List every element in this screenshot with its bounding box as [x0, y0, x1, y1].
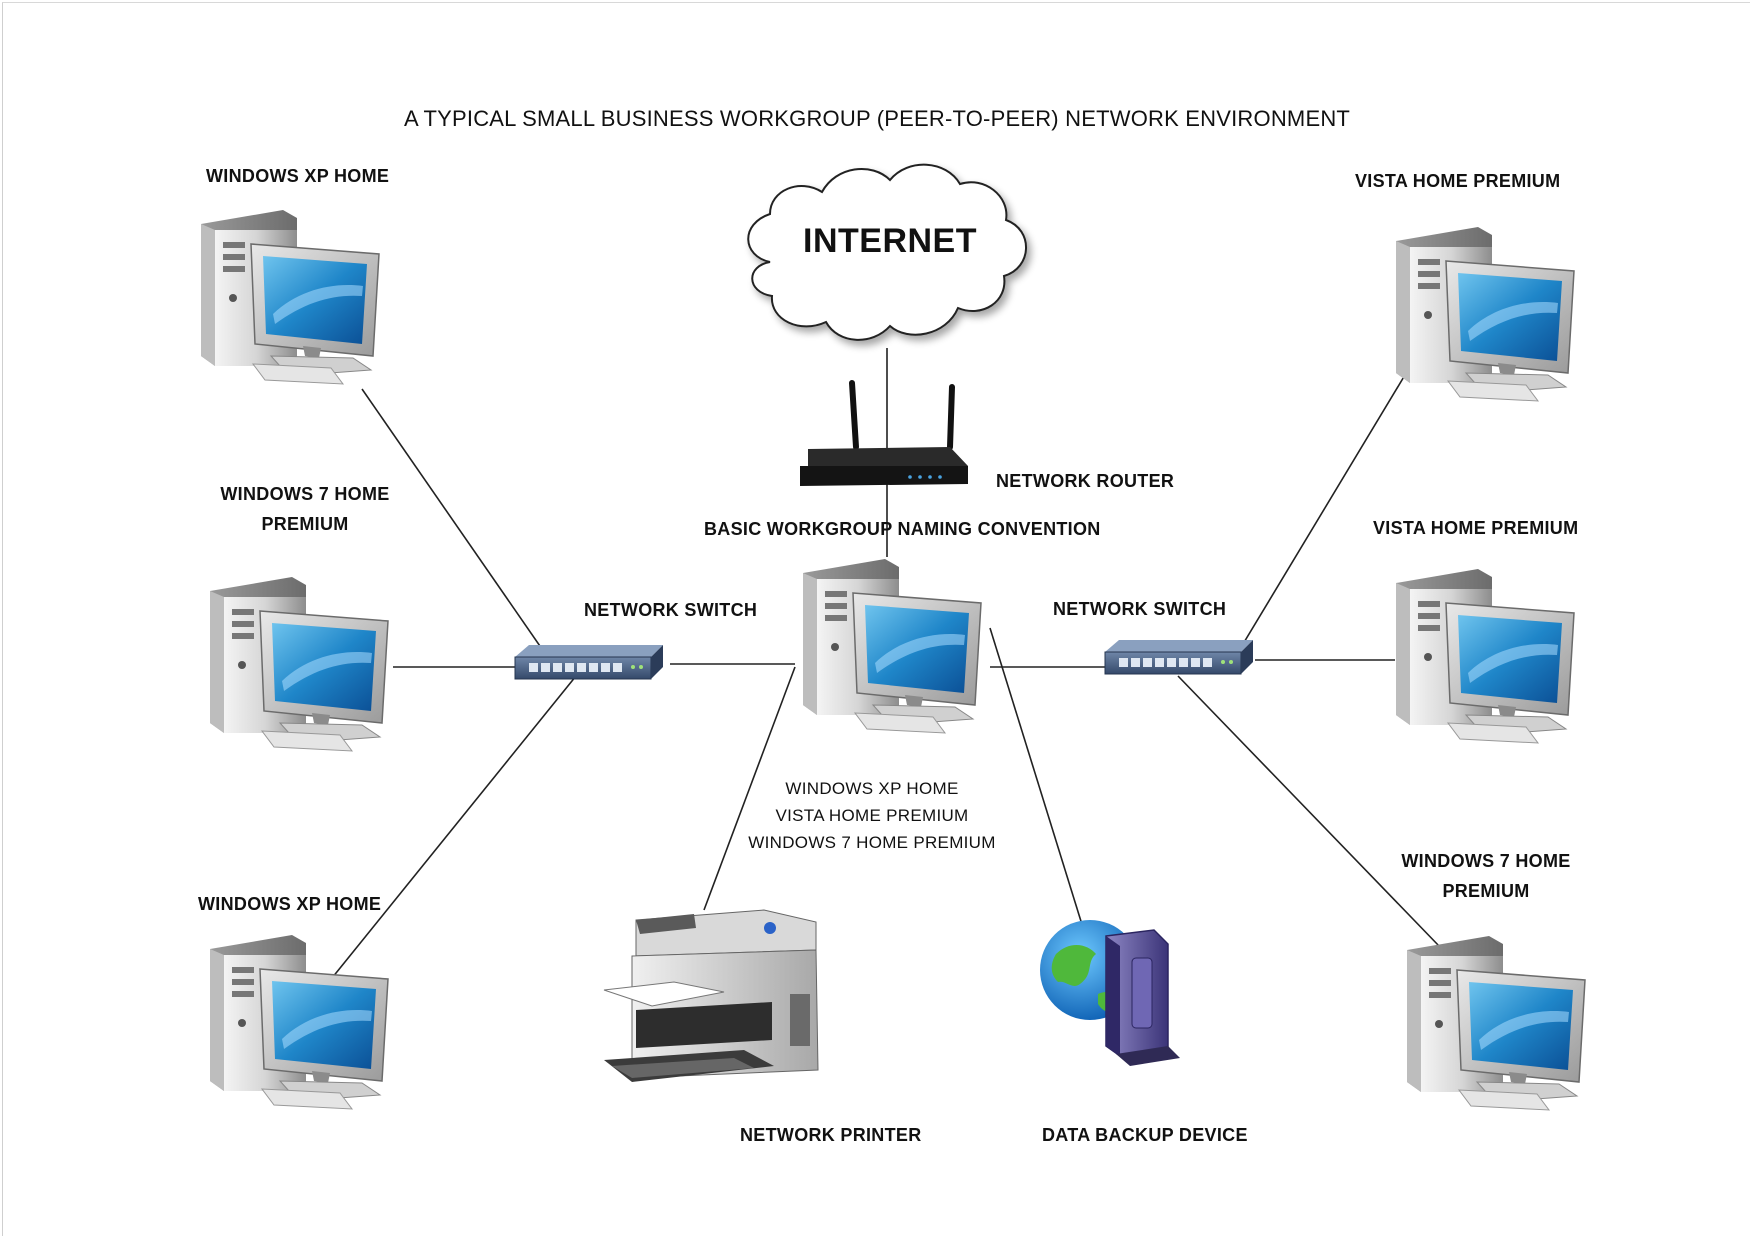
computer-left-mid-label-line1: WINDOWS 7 HOME [220, 484, 390, 504]
diagram-title: A TYPICAL SMALL BUSINESS WORKGROUP (PEER… [403, 106, 1351, 131]
computer-right-bottom-label-line1: WINDOWS 7 HOME [1401, 851, 1571, 871]
center-os-item-1: WINDOWS XP HOME [785, 779, 959, 798]
network-switch-right-icon [1104, 639, 1254, 675]
computer-right-mid-icon [1395, 568, 1575, 744]
center-os-item-3: WINDOWS 7 HOME PREMIUM [748, 833, 996, 852]
computer-left-top-icon [200, 209, 380, 385]
network-printer-label: NETWORK PRINTER [740, 1125, 922, 1145]
computer-left-top-label: WINDOWS XP HOME [206, 166, 390, 186]
network-switch-left-label: NETWORK SWITCH [584, 600, 758, 620]
center-os-item-2: VISTA HOME PREMIUM [775, 806, 969, 825]
link-right-switch-to-top [1239, 369, 1409, 650]
network-switch-left-icon [514, 644, 664, 680]
computer-center-icon [802, 558, 982, 734]
computer-right-bottom-icon [1406, 935, 1586, 1111]
internet-label: INTERNET [803, 222, 977, 260]
computer-left-mid-icon [209, 576, 389, 752]
link-center-to-backup [989, 627, 1094, 961]
link-left-top-to-switch [361, 388, 543, 650]
network-router-icon [800, 380, 968, 486]
computer-right-bottom-label-line2: PREMIUM [1442, 881, 1530, 901]
data-backup-device-label: DATA BACKUP DEVICE [1042, 1125, 1248, 1145]
computer-right-mid-label: VISTA HOME PREMIUM [1373, 518, 1579, 538]
computer-left-bottom-icon [209, 934, 389, 1110]
link-center-to-printer [703, 666, 796, 911]
internet-cloud-icon [747, 163, 1027, 341]
naming-convention-label: BASIC WORKGROUP NAMING CONVENTION [704, 519, 1101, 539]
computer-left-bottom-label: WINDOWS XP HOME [198, 894, 382, 914]
network-router-label: NETWORK ROUTER [996, 471, 1175, 491]
link-right-switch-to-bottom [1177, 675, 1441, 948]
data-backup-device-icon [1040, 920, 1180, 1066]
computer-left-mid-label-line2: PREMIUM [261, 514, 349, 534]
computer-right-top-label: VISTA HOME PREMIUM [1355, 171, 1561, 191]
computer-right-top-icon [1395, 226, 1575, 402]
network-switch-right-label: NETWORK SWITCH [1053, 599, 1227, 619]
link-left-bottom-to-switch [331, 675, 577, 979]
network-printer-icon [603, 909, 819, 1082]
